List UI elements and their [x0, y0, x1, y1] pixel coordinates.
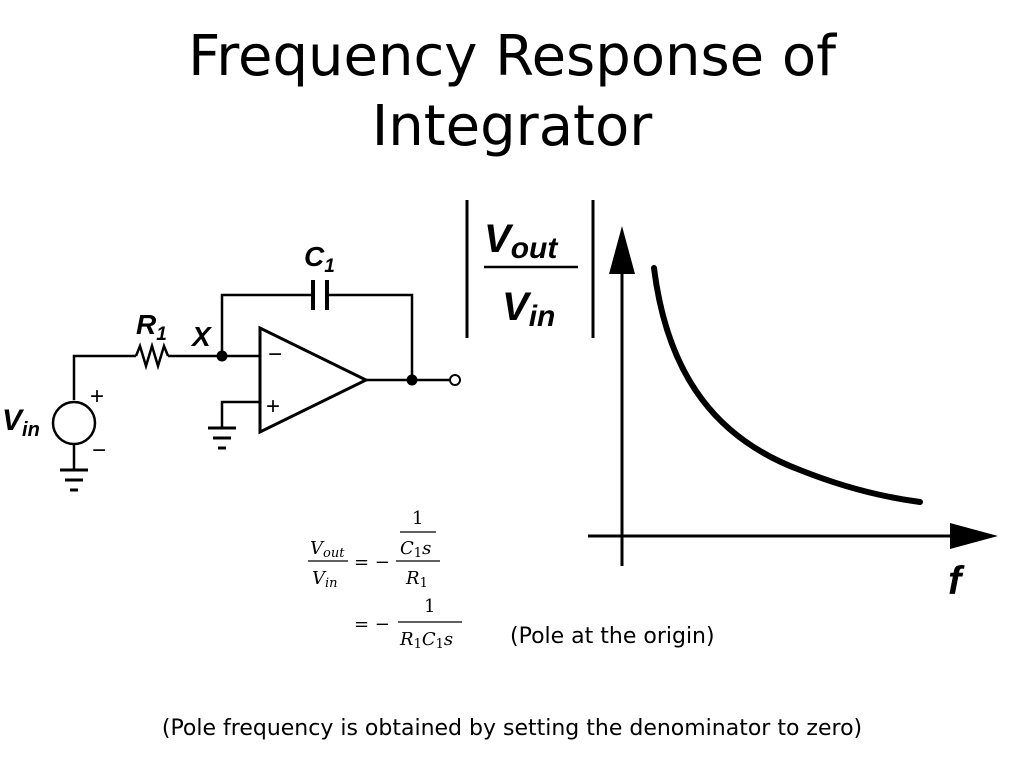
pole-frequency-caption: (Pole frequency is obtained by setting t… — [161, 716, 863, 741]
pole-origin-caption: (Pole at the origin) — [510, 624, 715, 649]
eq-lhs-den: Vin — [312, 568, 338, 591]
output-node-dot — [406, 374, 418, 386]
slide-title: Frequency Response of Integrator — [0, 22, 1024, 162]
source-minus-label: − — [92, 437, 106, 464]
eq-one-a: 1 — [412, 508, 423, 529]
eq-equals-1: = − — [354, 552, 390, 573]
eq-lhs-num: Vout — [310, 538, 345, 561]
x-axis-arrow — [950, 523, 998, 549]
opamp-triangle — [258, 325, 370, 435]
capacitor-label: C1 — [304, 241, 335, 277]
output-terminal — [449, 374, 461, 386]
ylabel-numerator: Vout — [484, 217, 559, 265]
source-plus-label: + — [90, 383, 104, 410]
node-x-label: X — [190, 321, 213, 352]
resistor-label: R1 — [136, 309, 167, 345]
eq-equals-2: = − — [354, 614, 390, 635]
node-x-dot — [216, 350, 228, 362]
resistor-r1 — [134, 341, 170, 371]
opamp-minus-label: − — [268, 341, 282, 368]
feedback-wire — [220, 293, 414, 380]
input-wire — [72, 354, 136, 400]
xlabel-f: f — [948, 559, 965, 603]
opamp-plus-label: + — [266, 393, 280, 420]
transfer-equation: Vout Vin = − 1 C1s R1 = − 1 R1C1s — [308, 508, 462, 652]
eq-r1c1s: R1C1s — [399, 629, 453, 652]
y-axis-arrow — [609, 226, 635, 274]
voltage-source — [51, 400, 97, 446]
slide-title-line1: Frequency Response of — [188, 24, 836, 89]
eq-r1: R1 — [405, 568, 428, 591]
slide-title-line2: Integrator — [371, 94, 653, 159]
eq-one-b: 1 — [424, 596, 435, 617]
source-label: Vin — [2, 404, 40, 441]
integrator-circuit — [51, 280, 461, 492]
ylabel-denominator: Vin — [502, 285, 555, 333]
eq-c1s: C1s — [400, 538, 431, 561]
response-curve — [651, 265, 923, 505]
plus-input-wire — [220, 400, 260, 428]
magnitude-graph — [465, 200, 998, 566]
